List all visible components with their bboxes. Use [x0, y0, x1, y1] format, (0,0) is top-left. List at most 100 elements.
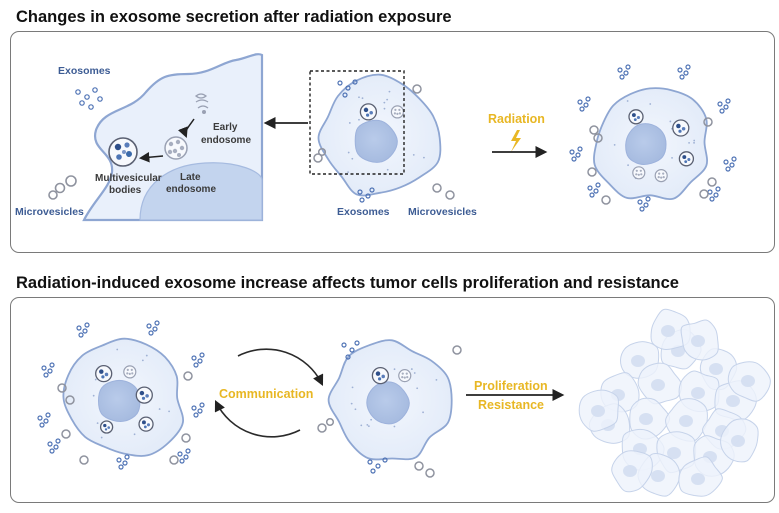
cytoplasm-dot — [693, 141, 695, 144]
cell-nucleus — [366, 381, 410, 425]
endosome-vesicle — [662, 176, 665, 179]
exosome-icon — [617, 67, 623, 73]
exosome-icon — [583, 102, 589, 108]
exosome-icon — [593, 188, 599, 194]
multivesicular-body-icon — [95, 364, 113, 383]
multivesicular-body-icon — [359, 103, 378, 121]
cytoplasm-dot — [350, 402, 353, 405]
exosome-icon — [685, 64, 691, 70]
intraluminal-vesicle — [146, 423, 151, 427]
intraluminal-vesicle — [369, 110, 373, 115]
zoom-view: Exosomes Microvesicles Early endosome La… — [15, 53, 264, 222]
intraluminal-vesicle — [143, 425, 147, 429]
microvesicle-icon — [703, 117, 713, 127]
communication-arrow-top — [237, 348, 324, 387]
cytoplasm-dot — [412, 153, 415, 156]
microvesicle-icon — [79, 455, 89, 465]
exosome-icon — [577, 146, 583, 152]
microvesicle-icon — [589, 125, 599, 135]
intraluminal-vesicle — [375, 371, 381, 376]
late-endosome-label-2: endosome — [166, 184, 216, 195]
cytoplasm-dot — [347, 151, 350, 154]
cell-d-microvesicles — [317, 345, 462, 478]
radiation-label: Radiation — [488, 112, 545, 126]
endosome-maturation-arrow — [178, 118, 195, 138]
cytoplasm-dot — [158, 408, 161, 410]
tumor-cell-nucleus — [639, 413, 653, 425]
endosome-vesicle — [130, 368, 133, 371]
exosome-icon — [719, 108, 725, 114]
exosome-icon — [49, 362, 55, 368]
cytoplasm-dot — [96, 422, 99, 424]
exosome-icon — [118, 464, 124, 470]
exosome-icon — [585, 96, 591, 102]
exosome-icon — [197, 358, 203, 364]
microvesicle-icon — [183, 371, 193, 381]
multivesicular-body-icon — [99, 420, 114, 434]
section-title-tumor-effects: Radiation-induced exosome increase affec… — [16, 274, 679, 292]
cytoplasm-dot — [423, 156, 425, 159]
cytoplasm-dot — [348, 122, 351, 124]
exosome-icon — [84, 322, 90, 328]
intraluminal-vesicle — [631, 113, 636, 118]
endosome-vesicle — [403, 376, 406, 379]
endosome-vesicle — [405, 372, 408, 375]
cytoplasm-dot — [141, 359, 144, 362]
cell-exosomes-label: Exosomes — [337, 206, 390, 218]
endosome-vesicle — [131, 372, 134, 375]
cytoplasm-dot — [361, 97, 364, 100]
exosome-icon — [199, 402, 205, 408]
exosome-icon — [715, 186, 721, 192]
exosome-icon — [191, 355, 197, 361]
cell-nucleus — [625, 123, 667, 165]
intraluminal-vesicle — [103, 423, 107, 428]
exosome-icon — [179, 458, 185, 464]
tumor-cell-nucleus — [691, 335, 705, 347]
late-endosome-label-1: Late — [180, 172, 201, 183]
exosome-icon — [76, 325, 82, 331]
exosome-icon — [199, 352, 205, 358]
mvb-label-1: Multivesicular — [95, 173, 162, 184]
microvesicle-icon — [181, 433, 191, 443]
endosome-vesicle — [657, 176, 660, 179]
intraluminal-vesicle — [681, 127, 686, 131]
endosome-vesicle — [128, 372, 131, 375]
zoom-exosomes-label: Exosomes — [58, 65, 111, 77]
multivesicular-body-icon — [135, 386, 153, 404]
microvesicle-icon — [707, 177, 717, 187]
exosome-icon — [679, 74, 685, 80]
tumor-cell-nucleus — [631, 355, 645, 367]
endosome-vesicle — [393, 112, 396, 115]
exosome-icon — [185, 448, 191, 454]
intraluminal-vesicle — [104, 372, 109, 377]
exosome-icon — [571, 156, 577, 162]
cytoplasm-dot — [386, 168, 389, 171]
cytoplasm-dot — [688, 142, 690, 144]
exosome-icon — [713, 192, 719, 198]
cytoplasm-dot — [671, 156, 673, 159]
exosome-icon — [152, 326, 158, 332]
exosome-icon — [683, 70, 689, 76]
cytoplasm-dot — [669, 120, 672, 123]
intraluminal-vesicle — [684, 160, 688, 164]
resistance-label: Resistance — [478, 398, 544, 412]
section-title-radiation: Changes in exosome secretion after radia… — [16, 8, 452, 26]
cytoplasm-dot — [649, 103, 652, 105]
late-endosome-icon — [164, 136, 188, 160]
microvesicle-icon — [699, 189, 709, 199]
microvesicle-icon — [169, 455, 179, 465]
intraluminal-vesicle — [104, 428, 108, 431]
tumor-cell-nucleus — [667, 447, 681, 459]
mvb-formation-arrow — [138, 152, 164, 163]
cell-before-radiation — [317, 73, 442, 197]
cell-a-microvesicles — [313, 84, 455, 200]
cytoplasm-dot — [347, 171, 349, 174]
cell-after-radiation — [569, 64, 737, 212]
lightning-icon — [511, 130, 521, 152]
cytoplasm-dot — [410, 368, 413, 370]
endosome-vesicle — [396, 112, 399, 115]
exosome-icon — [569, 149, 575, 155]
intraluminal-vesicle — [678, 129, 682, 133]
intraluminal-vesicle — [378, 377, 382, 381]
microvesicle-icon — [587, 167, 597, 177]
